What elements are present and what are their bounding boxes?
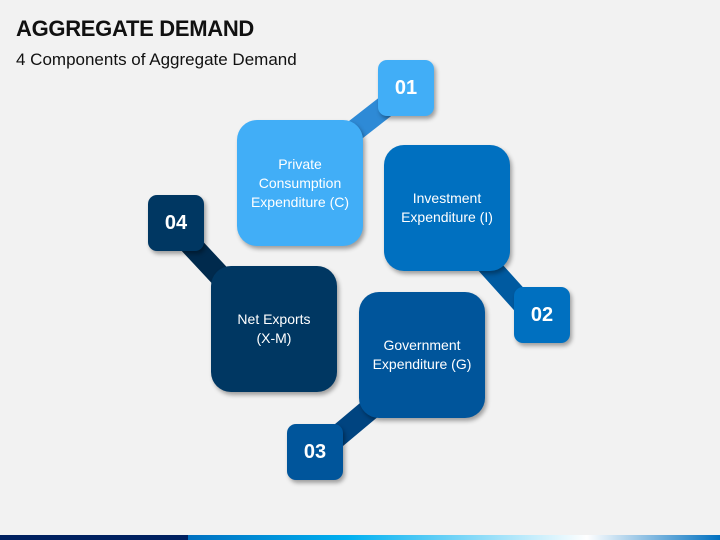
footer-bar-gradient: [188, 535, 720, 540]
component-label: Investment Expenditure (I): [401, 190, 493, 225]
page-title: AGGREGATE DEMAND: [16, 16, 255, 41]
number-badge-02: 02: [514, 287, 570, 343]
component-box-net-exports: Net Exports (X-M): [211, 266, 337, 392]
component-label: Private Consumption Expenditure (C): [250, 155, 350, 210]
component-box-investment: Investment Expenditure (I): [384, 145, 510, 271]
component-box-private-consumption: Private Consumption Expenditure (C): [237, 120, 363, 246]
component-label: Net Exports (X-M): [237, 311, 311, 346]
page-subtitle: 4 Components of Aggregate Demand: [16, 50, 297, 69]
number-badge-03: 03: [287, 424, 343, 480]
number-badge-04: 04: [148, 195, 204, 251]
number-badge-01: 01: [378, 60, 434, 116]
component-label: Government Expenditure (G): [372, 337, 472, 372]
footer-bar-dark: [0, 535, 188, 540]
component-box-government: Government Expenditure (G): [359, 292, 485, 418]
